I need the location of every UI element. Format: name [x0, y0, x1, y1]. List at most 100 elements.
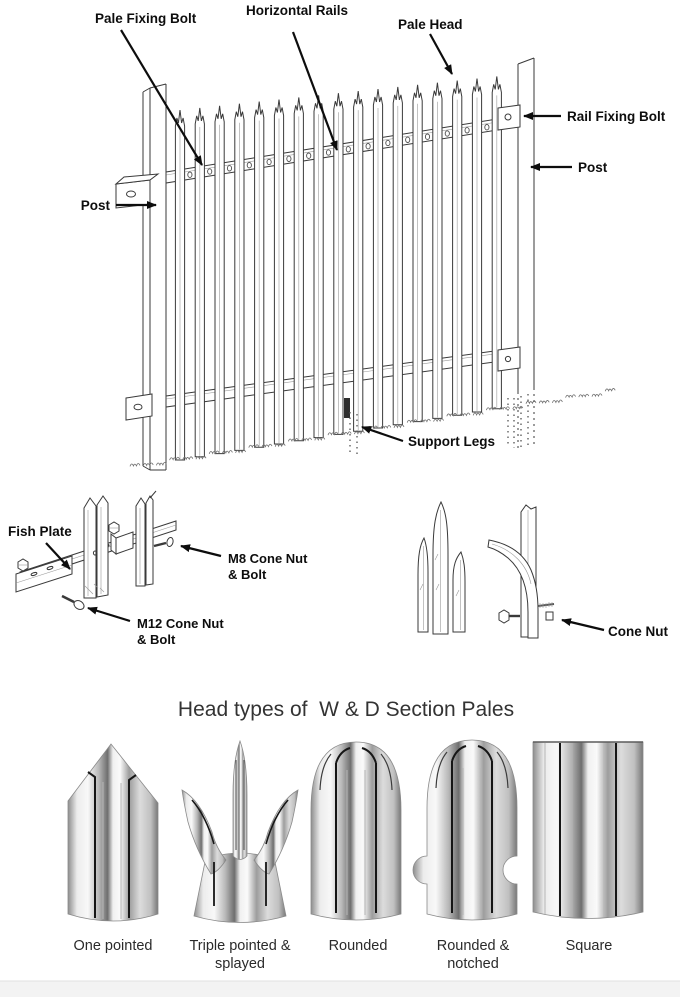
grass-tuft: [340, 431, 352, 436]
caption-triple-pointed-2: splayed: [215, 956, 265, 972]
label-m8-line1: M8 Cone Nut: [228, 551, 308, 566]
rail-bolt: [424, 133, 431, 140]
grass-tuft: [142, 462, 154, 467]
rail-bolt: [207, 168, 213, 175]
label-horizontal-rails: Horizontal Rails: [246, 3, 348, 18]
grass-tuft: [261, 443, 273, 448]
head-types-section: Head types of W & D Section Pales: [0, 698, 680, 997]
rail-bolt: [464, 127, 470, 134]
label-rail-fixing-bolt: Rail Fixing Bolt: [567, 109, 666, 124]
grass-tuft: [129, 463, 141, 467]
rail-bolt: [385, 139, 391, 147]
rail-bolt: [266, 158, 272, 166]
grass: [129, 388, 616, 467]
grass-tuft: [525, 400, 537, 405]
pale: [194, 107, 205, 458]
grass-tuft: [420, 418, 431, 423]
rail-end-plate-bottom: [497, 346, 521, 372]
caption-square: Square: [566, 938, 613, 954]
rail-bolt: [187, 171, 193, 178]
pale: [174, 109, 186, 461]
detail-pale-near: [83, 495, 109, 599]
grass-tuft: [446, 413, 458, 417]
arrow-horizontal-rails: [291, 31, 339, 151]
grass-tuft: [182, 456, 194, 461]
grass-tuft: [314, 437, 326, 441]
rail-bolt: [286, 155, 292, 162]
pales-group: [174, 76, 502, 461]
fishplate-detail: [15, 490, 177, 610]
angle-bracket: [108, 521, 134, 556]
arrow-pale-head: [429, 33, 453, 75]
rail-bolt: [226, 165, 233, 172]
fence-assembly: [114, 57, 616, 471]
cone-nut-bolt: [498, 602, 555, 624]
pale: [471, 78, 483, 413]
pale: [353, 91, 364, 432]
label-support-legs: Support Legs: [408, 434, 495, 449]
grass-tuft: [486, 406, 497, 411]
label-cone-nut: Cone Nut: [608, 624, 668, 639]
label-m12-line2: & Bolt: [137, 632, 176, 647]
grass-tuft: [565, 394, 576, 399]
left-post: [114, 83, 167, 471]
m8-bolt-drawing: [153, 536, 174, 548]
pale: [432, 82, 443, 419]
callouts: Pale Fixing Bolt Horizontal Rails Pale H…: [8, 3, 668, 647]
label-pale-head: Pale Head: [398, 17, 463, 32]
grass-tuft: [512, 405, 524, 410]
caption-triple-pointed-1: Triple pointed &: [189, 938, 290, 954]
grass-tuft: [327, 431, 339, 436]
pale: [333, 93, 344, 435]
grass-tuft: [472, 412, 484, 416]
pale: [234, 103, 245, 451]
grass-tuft: [301, 437, 312, 442]
grass-tuft: [459, 412, 471, 417]
grass-tuft: [499, 406, 510, 411]
pale: [293, 97, 304, 442]
caption-rounded-notched-1: Rounded &: [437, 938, 510, 954]
grass-tuft: [552, 399, 563, 404]
caption-one-pointed: One pointed: [73, 938, 152, 954]
pale: [452, 80, 463, 416]
pale: [392, 86, 403, 426]
grass-tuft: [380, 425, 392, 429]
fish-plate-drawing: [15, 555, 73, 593]
grass-tuft: [433, 418, 444, 423]
label-m12-line1: M12 Cone Nut: [137, 616, 224, 631]
grass-tuft: [591, 393, 603, 398]
arrow-fish-plate: [45, 542, 71, 570]
label-post-right: Post: [578, 160, 608, 175]
grass-tuft: [208, 450, 220, 455]
grass-tuft: [235, 449, 246, 454]
pale: [214, 105, 225, 455]
pale: [491, 76, 502, 410]
pale: [273, 99, 285, 445]
rail-bolt: [365, 143, 371, 150]
grass-tuft: [222, 450, 233, 454]
arrow-pale-fixing-bolt: [120, 29, 203, 166]
head-types-title: Head types of W & D Section Pales: [178, 698, 514, 721]
label-post-left: Post: [81, 198, 111, 213]
grass-tuft: [578, 393, 590, 398]
arrow-m8: [180, 544, 222, 558]
arrow-m12: [87, 606, 131, 623]
pale-fixing-bolts: [187, 124, 490, 178]
left-post-upper-bracket: [114, 173, 160, 209]
footer-band: [0, 981, 680, 997]
label-m8-line2: & Bolt: [228, 567, 267, 582]
rail-bolt: [345, 146, 351, 153]
rail-bolt: [325, 149, 332, 156]
support-legs-drawing: [344, 394, 529, 458]
rail-bolt: [246, 162, 252, 169]
pale: [254, 101, 265, 448]
head-rounded-notched: [412, 739, 518, 921]
triple-point-head-drawing: [417, 500, 466, 635]
m12-bolt-drawing: [61, 594, 85, 610]
rail-bolt: [405, 136, 411, 143]
head-triple-pointed: [181, 739, 299, 923]
right-post: [497, 57, 535, 448]
label-pale-fixing-bolt: Pale Fixing Bolt: [95, 11, 197, 26]
rail-end-plate-top: [497, 104, 521, 131]
